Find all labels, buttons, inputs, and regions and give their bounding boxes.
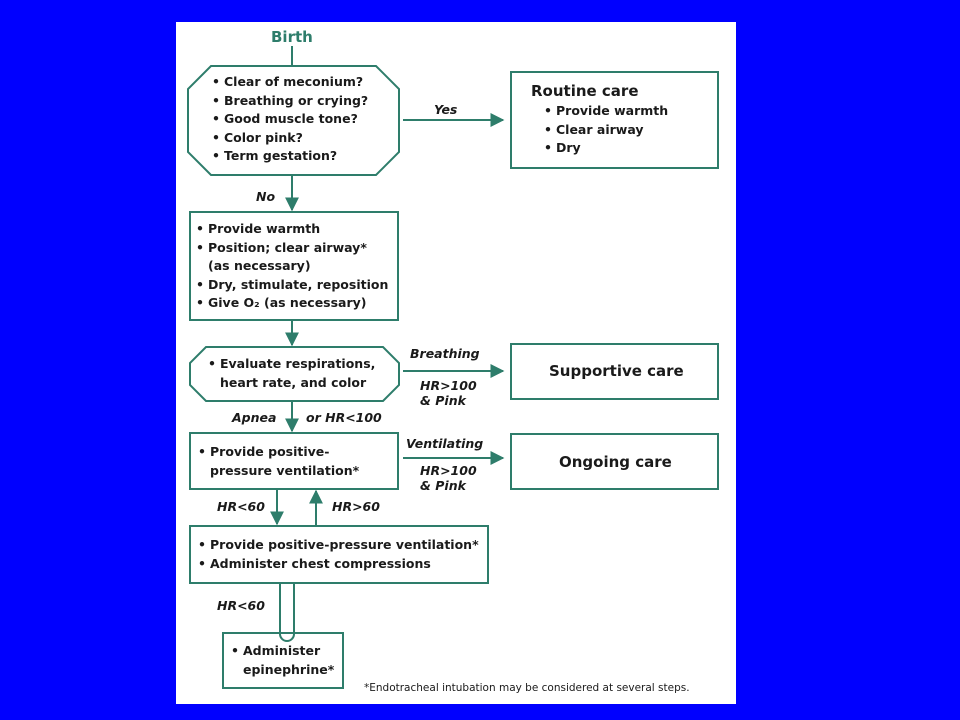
supportive-care-box	[510, 343, 719, 400]
edge-label-hr-lt-60: HR<60	[217, 499, 265, 514]
ppv-box	[189, 432, 399, 490]
evaluate-item: heart rate, and color	[220, 374, 367, 390]
edge-label-hr-gt-100: HR>100	[420, 463, 477, 478]
ppv-item: Provide positive-	[198, 443, 359, 462]
assessment-item: Term gestation?	[212, 147, 368, 166]
edge-label-yes: Yes	[434, 102, 458, 117]
assessment-octagon	[187, 65, 400, 176]
routine-care-item: Clear airway	[544, 121, 668, 140]
assessment-item: Clear of meconium?	[212, 73, 368, 92]
edge-label-no: No	[256, 189, 276, 204]
ppv-compressions-text: Provide positive-pressure ventilation* A…	[198, 536, 479, 573]
initial-steps-box	[189, 211, 399, 321]
assessment-text: Clear of meconium? Breathing or crying? …	[212, 73, 368, 166]
epinephrine-text: Administer epinephrine*	[231, 642, 334, 679]
assessment-item: Color pink?	[212, 129, 368, 148]
epinephrine-item: Administer	[231, 642, 334, 661]
edge-label-hr-gt-100: HR>100	[420, 378, 477, 393]
initial-steps-text: Provide warmth Position; clear airway* (…	[196, 220, 388, 313]
birth-label: Birth	[271, 28, 313, 46]
ppv-text: Provide positive- pressure ventilation*	[198, 443, 359, 480]
routine-care-item: Dry	[544, 139, 668, 158]
evaluate-item: Evaluate respirations,	[208, 355, 375, 374]
evaluate-text: Evaluate respirations, heart rate, and c…	[208, 355, 375, 392]
ppv-item: pressure ventilation*	[210, 462, 360, 478]
edge-label-ventilating: Ventilating	[406, 436, 484, 451]
edge-label-breathing: Breathing	[410, 346, 480, 361]
initial-step-item: Dry, stimulate, reposition	[196, 276, 388, 295]
routine-care-title: Routine care	[531, 82, 639, 100]
ppv-compressions-item: Administer chest compressions	[198, 555, 479, 574]
footnote: *Endotracheal intubation may be consider…	[364, 682, 690, 694]
epinephrine-item: epinephrine*	[243, 661, 335, 677]
edge-label-pink: & Pink	[420, 478, 466, 493]
evaluate-hexagon	[189, 346, 400, 402]
initial-step-item: Position; clear airway*	[196, 239, 388, 258]
epinephrine-box	[222, 632, 344, 689]
edge-label-hr-lt-60: HR<60	[217, 598, 265, 613]
initial-step-item: (as necessary)	[196, 257, 388, 276]
supportive-care-title: Supportive care	[549, 362, 684, 380]
ppv-compressions-box	[189, 525, 489, 584]
initial-step-item: Give O₂ (as necessary)	[196, 294, 388, 313]
epinephrine-link	[279, 583, 295, 642]
edge-label-pink: & Pink	[420, 393, 466, 408]
assessment-item: Breathing or crying?	[212, 92, 368, 111]
ongoing-care-title: Ongoing care	[559, 453, 672, 471]
edge-label-apnea: Apnea	[232, 410, 277, 425]
initial-step-item: Provide warmth	[196, 220, 388, 239]
assessment-item: Good muscle tone?	[212, 110, 368, 129]
initial-step-continuation: (as necessary)	[208, 258, 311, 273]
edge-label-hr-gt-60: HR>60	[332, 499, 380, 514]
ppv-compressions-item: Provide positive-pressure ventilation*	[198, 536, 479, 555]
flowchart-lines	[187, 46, 719, 689]
routine-care-item: Provide warmth	[544, 102, 668, 121]
flowchart-panel: Birth Clear of meconium? Breathing or cr…	[176, 22, 736, 704]
routine-care-box	[510, 71, 719, 169]
edge-label-or-hr-lt-100: or HR<100	[306, 410, 382, 425]
routine-care-text: Provide warmth Clear airway Dry	[544, 102, 668, 158]
ongoing-care-box	[510, 433, 719, 490]
